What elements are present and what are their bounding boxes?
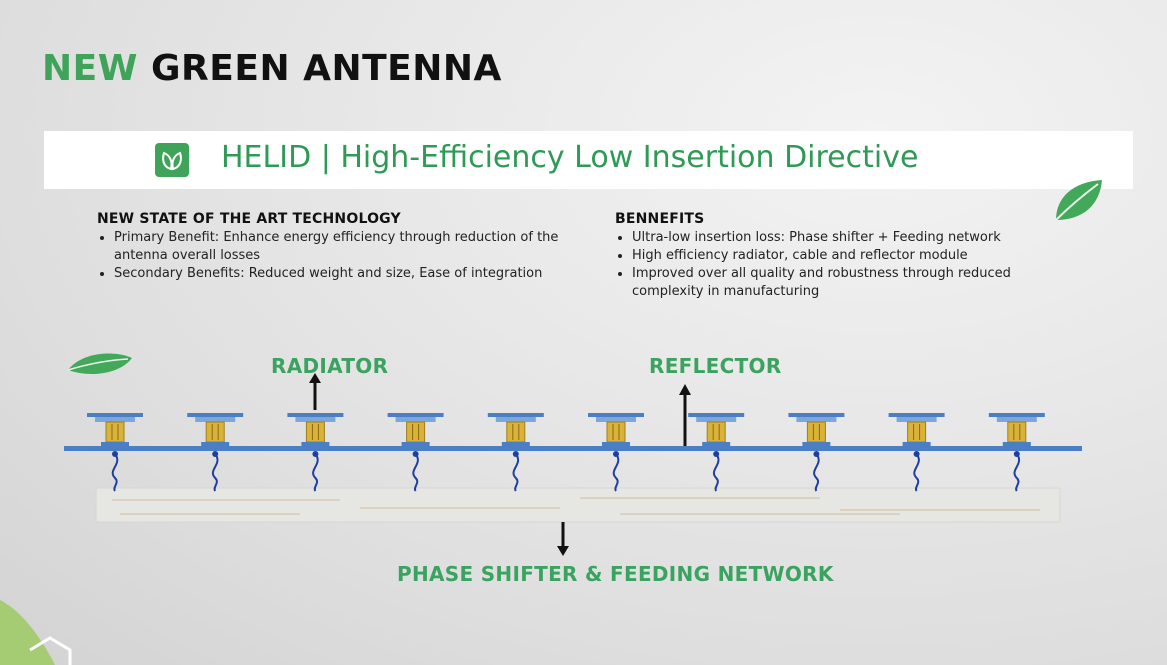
radiator-element [487, 413, 544, 492]
antenna-diagram [64, 373, 1082, 556]
reflector-plate [64, 446, 1082, 451]
radiator-label: RADIATOR [271, 354, 389, 378]
list-item: Ultra-low insertion loss: Phase shifter … [632, 229, 1035, 247]
banner-title: HELID | High-Efficiency Low Insertion Di… [221, 140, 919, 175]
slide-title-new: NEW [42, 48, 138, 89]
radiator-element [688, 413, 745, 492]
radiator-element [988, 413, 1045, 492]
phase-shifter-label: PHASE SHIFTER & FEEDING NETWORK [397, 562, 834, 586]
phase-arrow [557, 522, 569, 556]
radiator-element [387, 413, 444, 492]
reflector-arrow [679, 384, 691, 448]
reflector-label: REFLECTOR [649, 354, 782, 378]
benefits-list: Ultra-low insertion loss: Phase shifter … [615, 229, 1035, 301]
phase-shifter-board [95, 487, 1061, 523]
list-item: Improved over all quality and robustness… [632, 265, 1035, 301]
radiator-element [287, 413, 344, 492]
radiator-row [87, 413, 1045, 492]
leaf-icon [155, 143, 189, 177]
slide-title-rest: GREEN ANTENNA [150, 48, 502, 89]
slide-title: NEW GREEN ANTENNA [42, 48, 502, 89]
list-item: High efficiency radiator, cable and refl… [632, 247, 1035, 265]
radiator-element [888, 413, 945, 492]
benefits-section: BENNEFITS Ultra-low insertion loss: Phas… [615, 211, 1035, 301]
radiator-element [87, 413, 143, 492]
leaf-icon [1055, 180, 1102, 221]
technology-section: NEW STATE OF THE ART TECHNOLOGY Primary … [97, 211, 577, 283]
leaf-icon [67, 353, 132, 374]
technology-heading: NEW STATE OF THE ART TECHNOLOGY [97, 211, 401, 227]
benefits-heading: BENNEFITS [615, 211, 705, 227]
radiator-element [588, 413, 644, 492]
list-item: Secondary Benefits: Reduced weight and s… [114, 265, 577, 283]
radiator-arrow [309, 373, 321, 410]
radiator-element [788, 413, 845, 492]
helid-banner: HELID | High-Efficiency Low Insertion Di… [44, 131, 1133, 189]
radiator-element [187, 413, 244, 492]
list-item: Primary Benefit: Enhance energy efficien… [114, 229, 577, 265]
hexagon-logo-icon [0, 600, 72, 665]
technology-list: Primary Benefit: Enhance energy efficien… [97, 229, 577, 283]
